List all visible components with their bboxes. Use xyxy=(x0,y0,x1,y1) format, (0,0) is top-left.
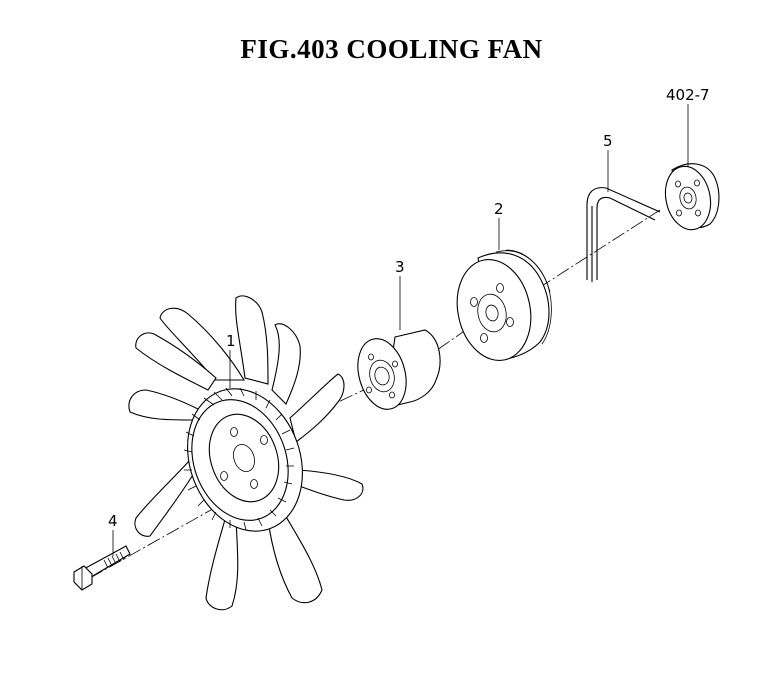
callout-3: 3 xyxy=(395,258,405,276)
part-402-7-flange xyxy=(664,163,720,231)
callout-4: 4 xyxy=(108,512,118,530)
fan-blades xyxy=(128,295,364,611)
callout-1: 1 xyxy=(226,332,236,350)
figure-title: FIG.403 COOLING FAN xyxy=(240,34,543,64)
callout-402-7: 402-7 xyxy=(666,86,710,104)
assembly-centerline xyxy=(89,209,661,579)
callout-5: 5 xyxy=(603,132,613,150)
part-3-spacer xyxy=(357,329,441,410)
part-1-fan xyxy=(128,295,364,611)
part-2-pulley xyxy=(456,249,552,361)
part-5-pipe xyxy=(586,187,661,282)
leader-lines xyxy=(112,104,689,556)
fan-hub xyxy=(183,387,303,532)
callout-2: 2 xyxy=(494,200,504,218)
part-4-bolt xyxy=(73,545,131,591)
fan-hub-ribs xyxy=(183,387,295,531)
